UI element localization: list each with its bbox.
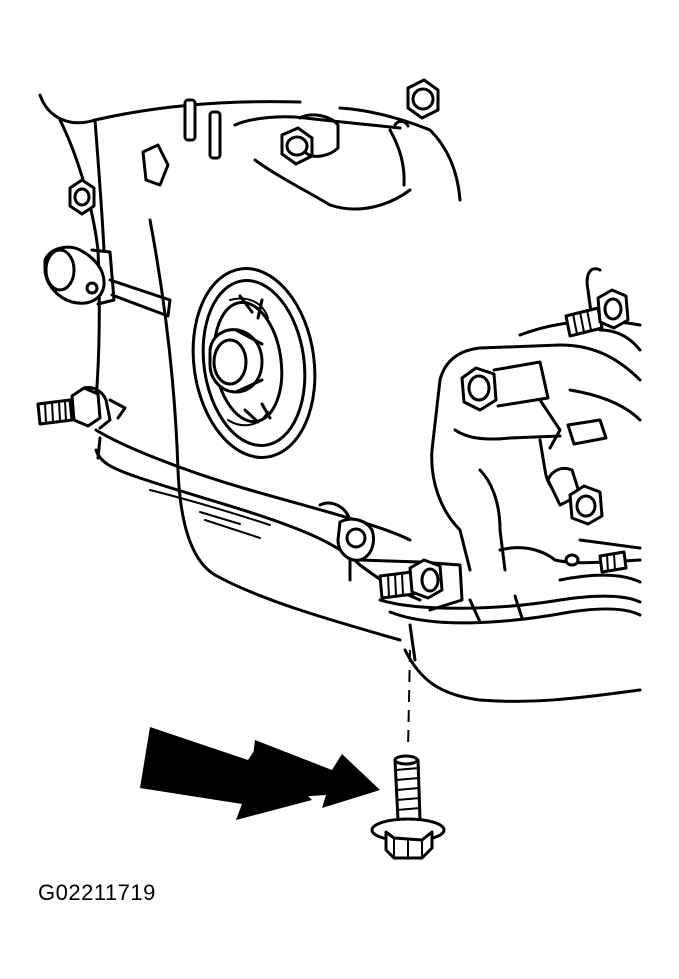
crankshaft-pulley <box>191 267 317 459</box>
oil-pan-bolt <box>370 754 446 860</box>
right-small-stud <box>564 550 628 574</box>
bracket-bolt-1 <box>280 113 340 166</box>
engine-block <box>38 93 642 703</box>
oil-pan-flange <box>378 573 642 625</box>
lower-bracket <box>318 501 464 612</box>
left-stud-bolt <box>36 386 127 430</box>
right-upper-stud <box>564 288 630 338</box>
alignment-dashed-line <box>407 649 411 751</box>
right-lower-bolt <box>546 466 604 526</box>
bracket-bolt-2 <box>406 78 440 120</box>
figure-id-label: G02211719 <box>38 880 156 905</box>
direction-arrow-icon <box>248 740 380 808</box>
left-tensioner <box>43 245 172 318</box>
upper-mount-bracket <box>141 98 412 211</box>
bracket-bolt-3 <box>68 178 96 216</box>
right-middle-bolt <box>460 360 608 450</box>
